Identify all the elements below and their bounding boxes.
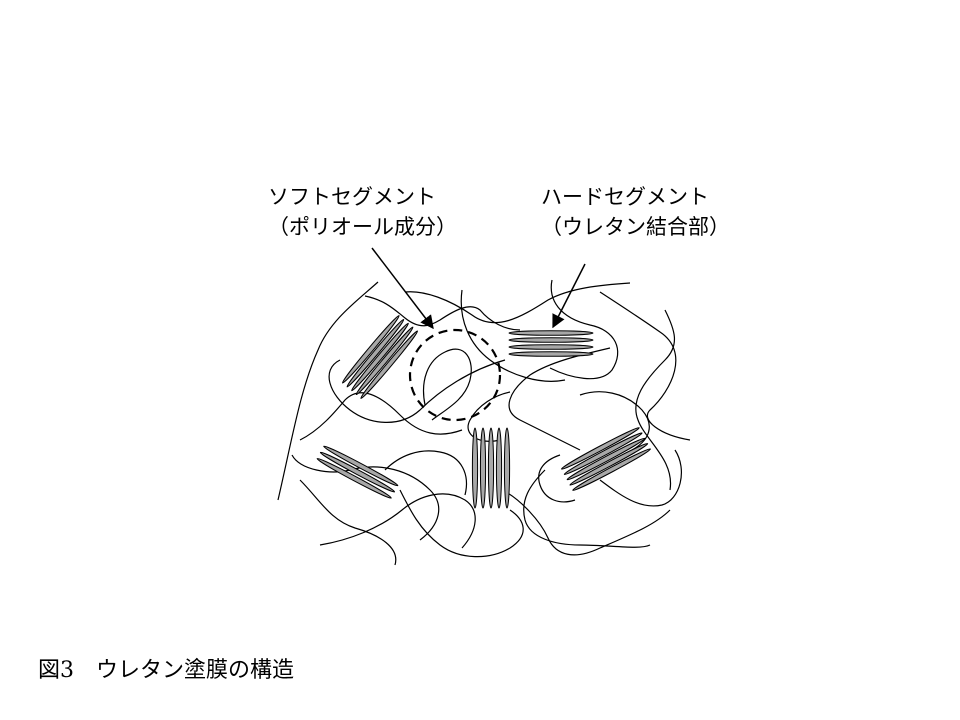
polymer-chain [299, 392, 463, 441]
soft-segment-highlight-circle [408, 328, 502, 422]
hard-segment-subtitle: （ウレタン結合部） [541, 215, 730, 239]
polymer-chain [404, 282, 631, 324]
polymer-chain [523, 469, 651, 548]
soft-segment-label: ソフトセグメント （ポリオール成分） [268, 182, 457, 242]
figure-caption: 図3 ウレタン塗膜の構造 [38, 658, 294, 683]
hard-segment-label: ハードセグメント （ウレタン結合部） [541, 182, 730, 242]
polymer-chain [291, 454, 440, 541]
hard-segment-bundle [561, 427, 651, 491]
hard-segment-arrow [552, 263, 586, 329]
soft-segment-title: ソフトセグメント [268, 185, 436, 209]
polymer-chain [299, 479, 397, 566]
polymer-chain [422, 348, 472, 421]
polymer-chain [384, 450, 467, 496]
hard-segment-bundle [341, 315, 419, 399]
polymer-chain [399, 489, 524, 558]
hard-segment-bundle [471, 427, 511, 509]
polymer-chain [364, 295, 521, 331]
polymer-chain [328, 359, 506, 423]
hard-segment-bundle [316, 445, 399, 499]
hard-segment-bundle [508, 330, 594, 357]
polymer-chain [319, 493, 476, 549]
polymer-chain [599, 449, 683, 507]
polymer-chain [460, 289, 566, 382]
polymer-chain [277, 281, 379, 501]
polymer-chain [635, 309, 675, 491]
polymer-chain [538, 454, 576, 503]
hard-segment-title: ハードセグメント [541, 185, 709, 209]
soft-segment-chains [277, 279, 691, 566]
polymer-chain [508, 347, 611, 451]
soft-segment-subtitle: （ポリオール成分） [268, 215, 457, 239]
polymer-chain [505, 491, 671, 556]
soft-segment-arrow [371, 247, 434, 330]
hard-segments [316, 315, 651, 509]
polymer-chain [549, 279, 619, 380]
polymer-chain [599, 291, 691, 441]
